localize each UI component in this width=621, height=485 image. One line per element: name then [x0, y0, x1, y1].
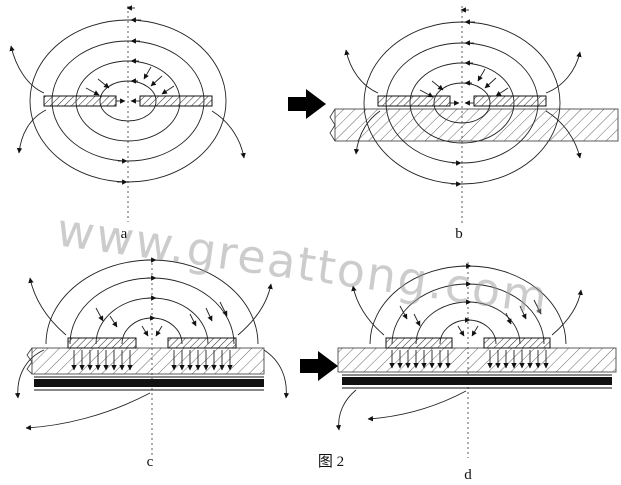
panel-label-c: c [147, 454, 154, 470]
substrate-d [337, 347, 617, 373]
field-arrows-c [14, 257, 290, 431]
field-arrows-b [344, 7, 582, 187]
panel-label-d: d [464, 467, 472, 483]
ground-plane-d [342, 377, 612, 385]
figure-caption: 图 2 [318, 453, 344, 470]
panel-label-b: b [455, 226, 463, 242]
substrate-b [334, 108, 619, 142]
field-arrows-a [9, 5, 246, 185]
transform-arrow-bottom [300, 351, 338, 381]
field-arrows-d [335, 263, 583, 431]
trace-right-d [483, 337, 551, 349]
panel-d: d [335, 262, 617, 483]
ground-plane-c [34, 379, 264, 387]
substrate-c [31, 347, 265, 375]
trace-left-c [67, 337, 137, 349]
trace-left-d [385, 337, 453, 349]
trace-right-c [167, 337, 237, 349]
dielectric-field-arrows-d [389, 350, 549, 369]
transform-arrow-top [288, 89, 326, 119]
trace-left-b [377, 95, 451, 107]
panel-label-a: a [121, 226, 128, 242]
trace-left-a [43, 95, 117, 107]
trace-right-b [473, 95, 547, 107]
watermark: www.greattong.com [53, 202, 552, 325]
panel-a: a [9, 5, 246, 242]
trace-right-a [139, 95, 213, 107]
substrate-edge-break-c [26, 347, 33, 375]
panel-b: b [329, 6, 619, 242]
panel-c: c [14, 257, 290, 470]
dielectric-field-arrows-c [71, 350, 233, 371]
substrate-edge-break-b [329, 108, 336, 142]
